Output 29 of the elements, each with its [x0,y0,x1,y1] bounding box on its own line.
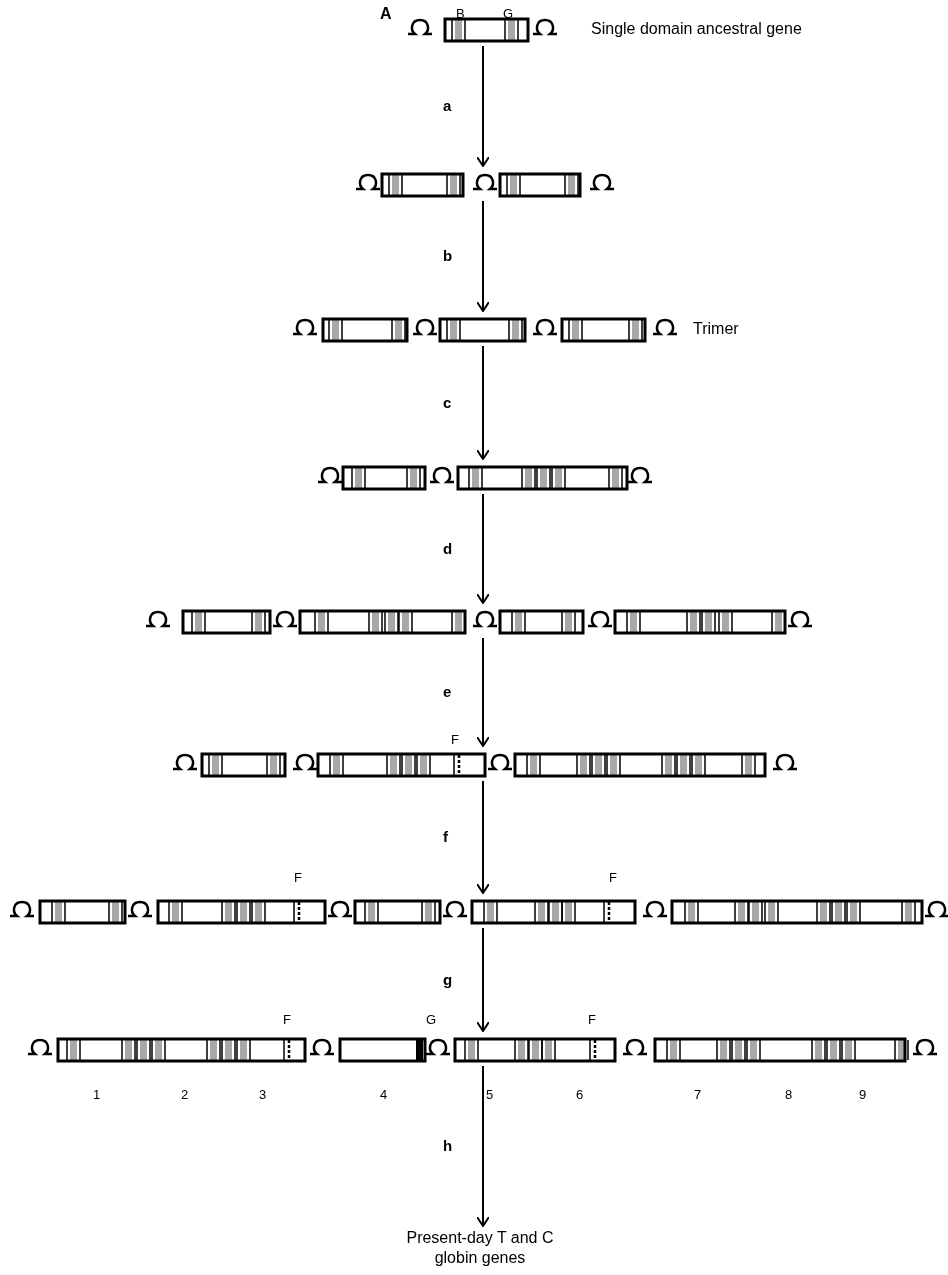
region-label: F [588,1012,596,1028]
region-label: G [503,6,514,22]
region-label: G [426,1012,437,1028]
stage-caption: Single domain ancestral gene [591,19,802,38]
domain-number: 6 [576,1087,584,1103]
region-label: F [609,870,617,886]
arrow [476,1065,490,1227]
arrow [476,45,490,167]
domain-number: 8 [785,1087,793,1103]
domain-number: 2 [181,1087,189,1103]
domain-number: 1 [93,1087,101,1103]
arrow [476,493,490,604]
domain-number: 4 [380,1087,388,1103]
panel-letter: A [380,6,392,22]
arrow [476,345,490,460]
domain-number: 5 [486,1087,494,1103]
arrow [476,927,490,1032]
region-label: F [294,870,302,886]
stage-caption: Trimer [693,319,739,338]
domain-number: 3 [259,1087,267,1103]
region-label: F [451,732,459,748]
arrow [476,637,490,747]
domain-number: 7 [694,1087,702,1103]
result-text: Present-day T and C globin genes [405,1228,555,1268]
arrow [476,200,490,312]
domain-number: 9 [859,1087,867,1103]
arrow [476,780,490,894]
region-label: B [456,6,465,22]
region-label: F [283,1012,291,1028]
